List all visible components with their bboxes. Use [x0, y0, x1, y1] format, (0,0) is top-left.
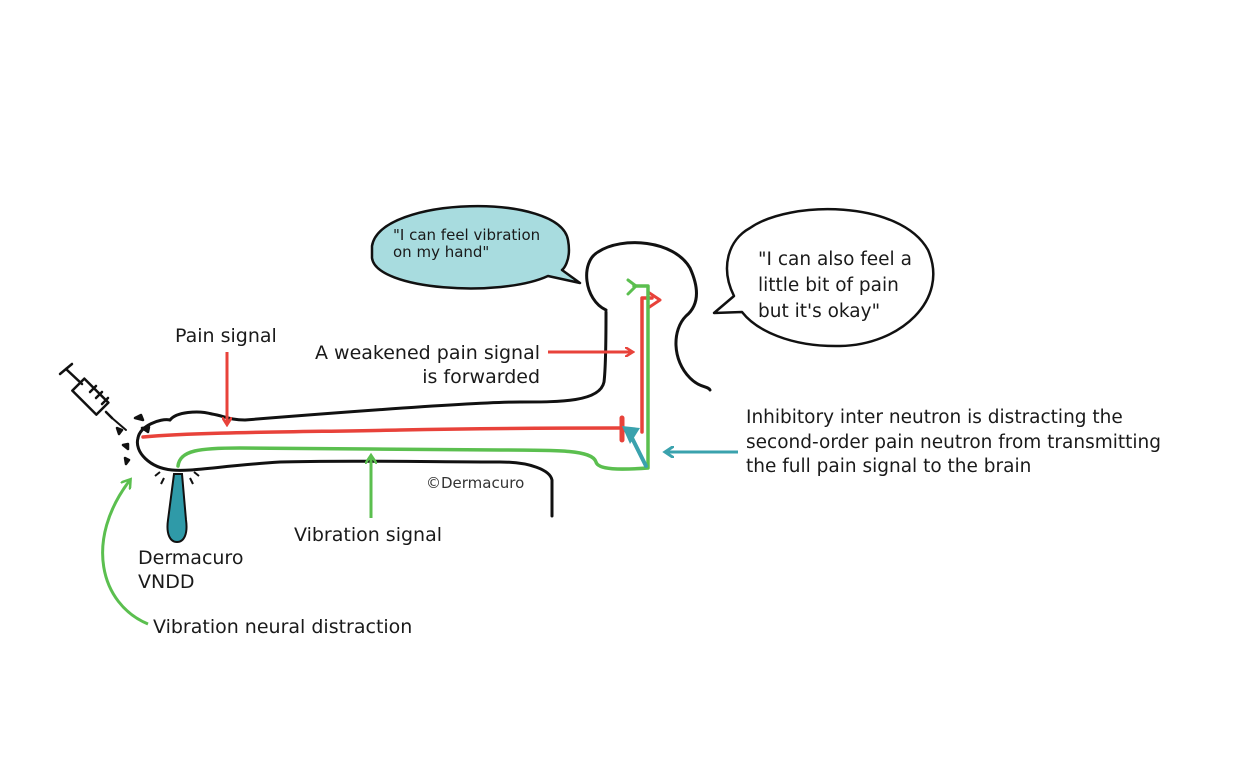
inhibitory-line3: the full pain signal to the brain [746, 456, 1032, 477]
inhibitory-arrow [622, 426, 738, 468]
inhibitory-label: Inhibitory inter neutron is distracting … [746, 406, 1161, 480]
bubble-right-text: "I can also feel a little bit of pain bu… [758, 247, 912, 325]
vibration-device-icon [154, 471, 200, 544]
speech-bubble-right [712, 207, 935, 348]
pain-signal-label: Pain signal [175, 325, 277, 347]
bubble-left-text: "I can feel vibration on my hand" [393, 227, 540, 261]
syringe-icon [58, 362, 151, 466]
copyright-label: ©Dermacuro [426, 474, 525, 492]
inhibitory-line2: second-order pain neutron from transmitt… [746, 431, 1162, 453]
inhibitory-line1: Inhibitory inter neutron is distracting … [746, 407, 1123, 428]
bubble-right-line2: little bit of pain [758, 275, 899, 296]
weakened-signal-label: A weakened pain signal is forwarded [315, 341, 540, 389]
body-outline [135, 241, 712, 518]
bubble-right-line1: "I can also feel a [758, 249, 912, 270]
bubble-left-line2: on my hand" [393, 243, 490, 261]
weakened-line2: is forwarded [422, 366, 541, 388]
bubble-left-line1: "I can feel vibration [393, 226, 541, 244]
vibration-signal-label: Vibration signal [294, 524, 443, 546]
weakened-line1: A weakened pain signal [315, 342, 541, 364]
vibration-signal-path [176, 278, 650, 471]
device-line1: Dermacuro [138, 547, 244, 569]
vibration-distraction-label: Vibration neural distraction [153, 616, 413, 638]
device-label: Dermacuro VNDD [138, 546, 243, 594]
vibration-distraction-arrow [101, 480, 149, 626]
bubble-right-line3: but it's okay" [758, 301, 881, 322]
speech-bubble-left [370, 204, 582, 290]
device-line2: VNDD [138, 571, 195, 593]
